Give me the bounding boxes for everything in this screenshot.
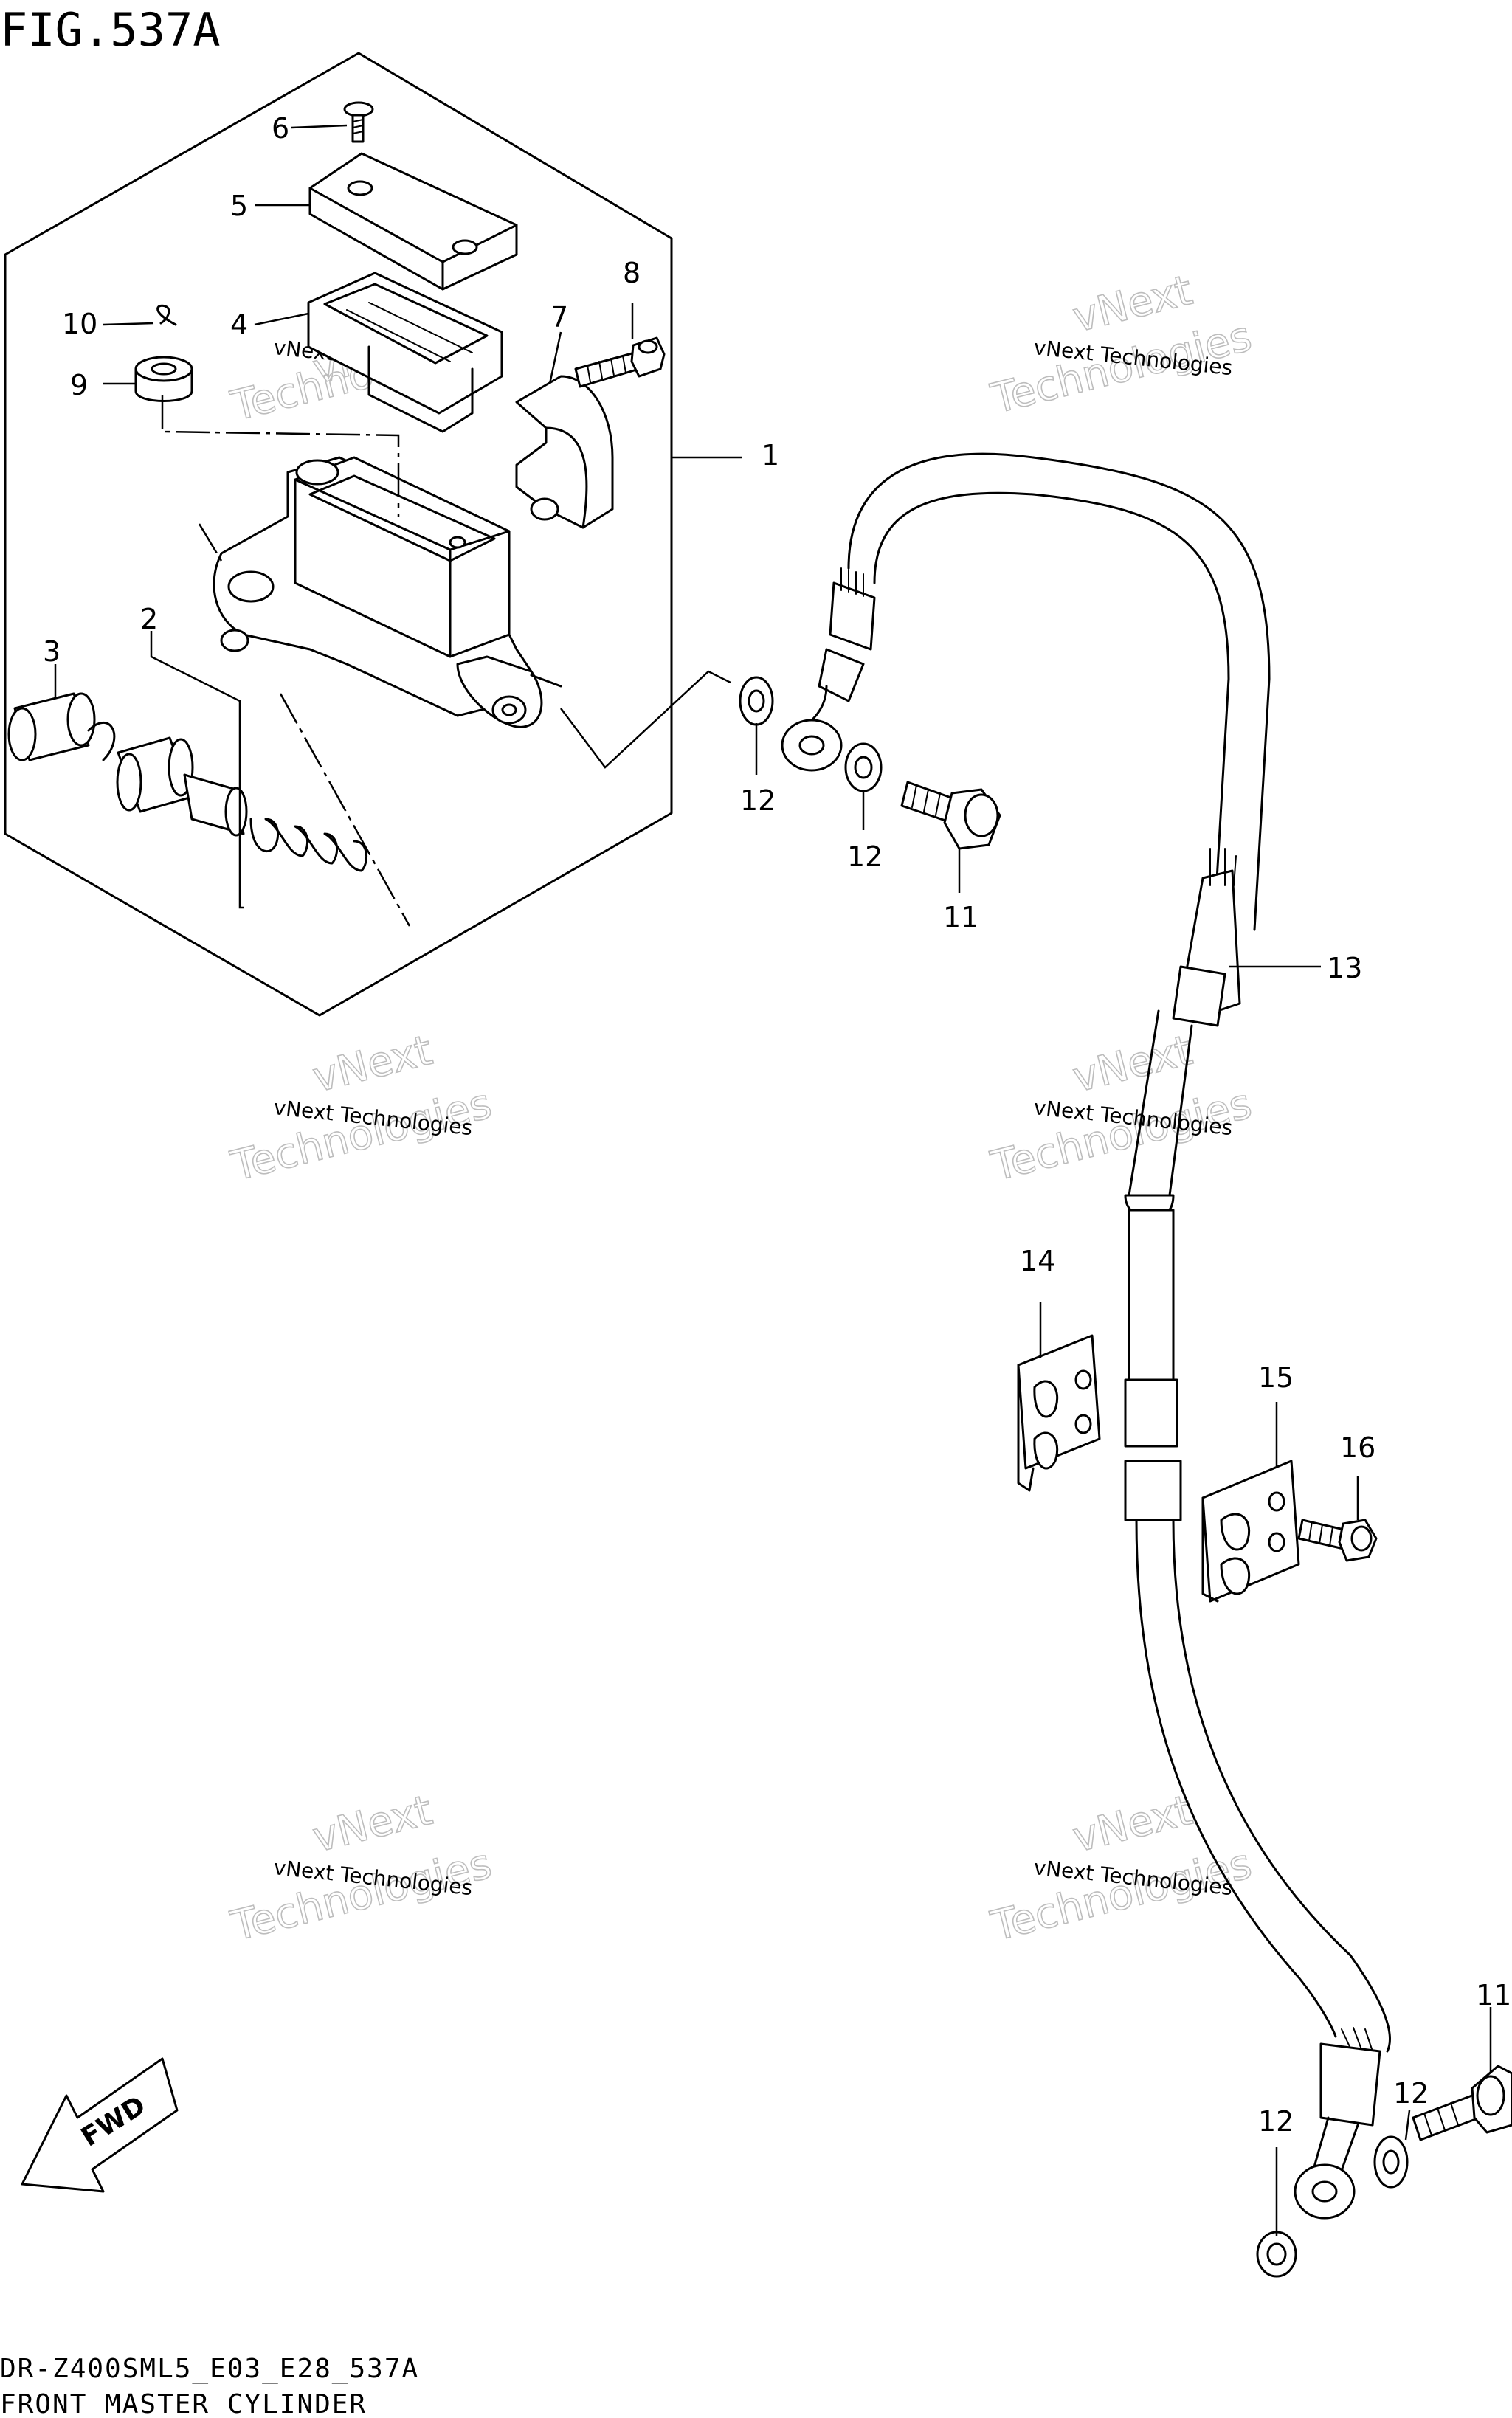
callout-15: 15 [1258,1361,1294,1394]
watermark: vNext Technologies vNext Technologies [986,1026,1257,1191]
svg-text:vNext: vNext [1069,1026,1197,1102]
seal-part-3 [7,692,96,761]
leader-lines [54,124,1492,2236]
callout-13: 13 [1327,952,1362,984]
assembly-centerline [279,693,411,927]
svg-text:vNext: vNext [1069,1786,1197,1862]
master-cylinder-body [213,456,562,728]
banjo-bolt-part-11 [1412,2065,1512,2141]
clamp-part-7 [515,375,614,529]
banjo-bolt-part-11 [900,781,1001,850]
assembly-outline [4,52,673,1017]
washer-part-12 [739,676,774,726]
hose-clamp-part-14 [1017,1334,1101,1492]
callout-2: 2 [140,603,158,635]
callout-10: 10 [62,308,97,340]
watermark: vNext Technologies vNext Technologies [226,1026,497,1191]
callout-12: 12 [740,784,776,817]
callout-11: 11 [943,901,978,933]
diaphragm-part-4 [307,272,503,433]
watermark: vNext Technologies vNext Technologies [986,266,1257,424]
screw-part-6 [343,101,374,143]
boot-part-9 [134,356,193,402]
callout-9: 9 [70,369,88,401]
figure-title: FIG.537A [0,3,221,57]
callout-8: 8 [623,257,641,289]
brake-hose-part-13 [781,452,1391,2220]
callout-7: 7 [550,301,568,334]
washer-part-12 [1373,2135,1409,2189]
callout-11: 11 [1476,1979,1511,2011]
watermark: vNext Technologies vNext Technologies [226,1786,497,1951]
hose-clamp-part-15 [1201,1460,1300,1603]
model-code: DR-Z400SML5_E03_E28_537A [0,2354,419,2384]
callout-1: 1 [762,439,779,471]
callout-6: 6 [272,112,289,145]
assembly-centerline [198,523,223,562]
callout-3: 3 [43,635,61,668]
callout-12: 12 [1393,2077,1429,2110]
assembly-centerline [161,395,400,517]
callout-12: 12 [1258,2105,1294,2138]
callout-14: 14 [1020,1245,1055,1277]
bolt-part-16 [1297,1519,1378,1562]
piston-set-part-2 [87,721,368,872]
bolt-part-8 [574,336,666,388]
callout-12: 12 [847,840,883,873]
reservoir-cap-part-5 [308,152,518,291]
callout-5: 5 [230,190,248,222]
forward-direction-arrow: FWD [21,2057,179,2193]
svg-text:vNext: vNext [308,1026,437,1102]
callout-4: 4 [230,308,248,341]
callout-16: 16 [1340,1431,1375,1464]
washer-part-12 [1256,2231,1297,2278]
figure-name: FRONT MASTER CYLINDER [0,2389,367,2418]
circlip-part-10 [156,304,177,326]
assembly-centerline [560,670,731,769]
watermark: vNext Technologies vNext Technologies [986,1786,1257,1951]
svg-text:vNext: vNext [308,1786,437,1862]
washer-part-12 [844,742,883,792]
